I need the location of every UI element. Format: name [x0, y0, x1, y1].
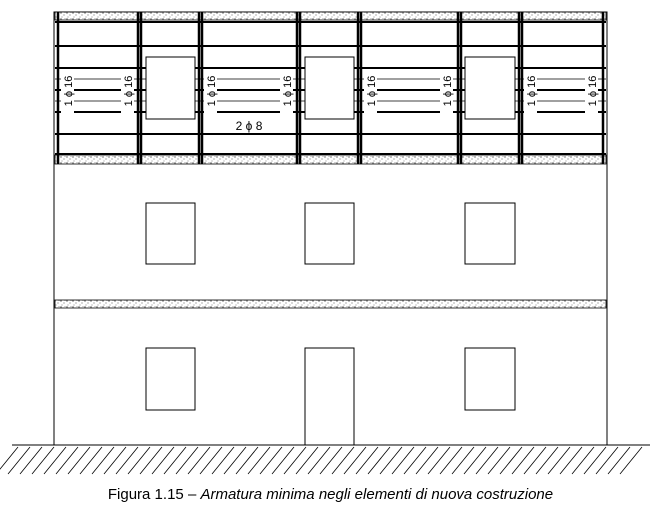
stirrup-label: 2 ϕ 8 [229, 118, 269, 133]
figure-caption: Figura 1.15 – Armatura minima negli elem… [0, 486, 661, 503]
hatch-line [559, 446, 583, 475]
hatch-line [295, 446, 319, 475]
hatch-line [223, 446, 247, 475]
hatch-line [235, 446, 259, 475]
hatch-line [31, 446, 55, 475]
rebar-label-text: 1 ϕ 16 [123, 76, 135, 107]
rebar-label-text: 1 ϕ 16 [206, 76, 218, 107]
hatch-line [523, 446, 547, 475]
caption-dash: – [187, 486, 197, 503]
hatch-line [271, 446, 295, 475]
rebar-label-text: 1 ϕ 16 [282, 76, 294, 107]
hatch-line [187, 446, 211, 475]
hatch-line [379, 446, 403, 475]
window-upper-left [145, 56, 196, 120]
rebar-label-text: 1 ϕ 16 [366, 76, 378, 107]
window-middle-right [464, 202, 516, 265]
rebar-label-6: 1 ϕ 16 [440, 69, 454, 113]
hatch-line [67, 446, 91, 475]
hatch-line [439, 446, 463, 475]
hatch-line [607, 446, 631, 475]
hatch-line [571, 446, 595, 475]
hatch-line [91, 446, 115, 475]
hatch-line [391, 446, 415, 475]
hatch-line [283, 446, 307, 475]
top-ring-beam [54, 11, 607, 21]
window-ground-left [145, 347, 196, 411]
hatch-line [247, 446, 271, 475]
hatch-line [0, 446, 19, 470]
window-middle-middle [304, 202, 355, 265]
hatch-line [487, 446, 511, 475]
caption-text: Armatura minima negli elementi di nuova … [200, 486, 554, 503]
hatch-line [583, 446, 607, 475]
hatch-line [367, 446, 391, 475]
rebar-label-4: 1 ϕ 16 [280, 69, 294, 113]
hatch-line [475, 446, 499, 475]
hatch-line [355, 446, 379, 475]
rebar-label-8: 1 ϕ 16 [585, 69, 599, 113]
hatch-line [331, 446, 355, 475]
hatch-line [175, 446, 199, 475]
building-elevation-drawing: 1 ϕ 16 1 ϕ 16 1 ϕ 16 1 ϕ 16 1 ϕ 16 1 ϕ 1… [0, 11, 650, 475]
entrance-door [304, 347, 355, 446]
window-middle-left [145, 202, 196, 265]
hatch-line [547, 446, 571, 475]
hatch-line [79, 446, 103, 475]
ground-hatching [0, 446, 643, 475]
hatch-line [163, 446, 187, 475]
hatch-line [427, 446, 451, 475]
floor-ring-beam-lower [54, 299, 607, 309]
hatch-line [127, 446, 151, 475]
caption-number: Figura 1.15 [107, 486, 184, 503]
rebar-label-3: 1 ϕ 16 [204, 69, 218, 113]
hatch-line [403, 446, 427, 475]
hatch-line [535, 446, 559, 475]
hatch-line [343, 446, 367, 475]
window-ground-right [464, 347, 516, 411]
hatch-line [199, 446, 223, 475]
hatch-line [43, 446, 67, 475]
hatch-line [19, 446, 43, 475]
window-upper-middle [304, 56, 355, 120]
hatch-line [55, 446, 79, 475]
hatch-line [7, 446, 31, 475]
rebar-label-1: 1 ϕ 16 [61, 69, 75, 113]
hatch-line [463, 446, 487, 475]
rebar-label-text: 1 ϕ 16 [63, 76, 75, 107]
hatch-line [307, 446, 331, 475]
hatch-line [415, 446, 439, 475]
hatch-line [595, 446, 619, 475]
hatch-line [499, 446, 523, 475]
hatch-line [103, 446, 127, 475]
hatch-line [319, 446, 343, 475]
stirrup-label-text: 2 ϕ 8 [236, 119, 263, 133]
hatch-line [115, 446, 139, 475]
rebar-label-text: 1 ϕ 16 [587, 76, 599, 107]
rebar-label-5: 1 ϕ 16 [364, 69, 378, 113]
window-upper-right [464, 56, 516, 120]
rebar-label-text: 1 ϕ 16 [442, 76, 454, 107]
rebar-label-text: 1 ϕ 16 [526, 76, 538, 107]
hatch-line [151, 446, 175, 475]
hatch-line [511, 446, 535, 475]
rebar-label-2: 1 ϕ 16 [121, 69, 135, 113]
hatch-line [139, 446, 163, 475]
hatch-line [259, 446, 283, 475]
rebar-label-7: 1 ϕ 16 [524, 69, 538, 113]
hatch-line [619, 446, 643, 475]
hatch-line [211, 446, 235, 475]
hatch-line [451, 446, 475, 475]
